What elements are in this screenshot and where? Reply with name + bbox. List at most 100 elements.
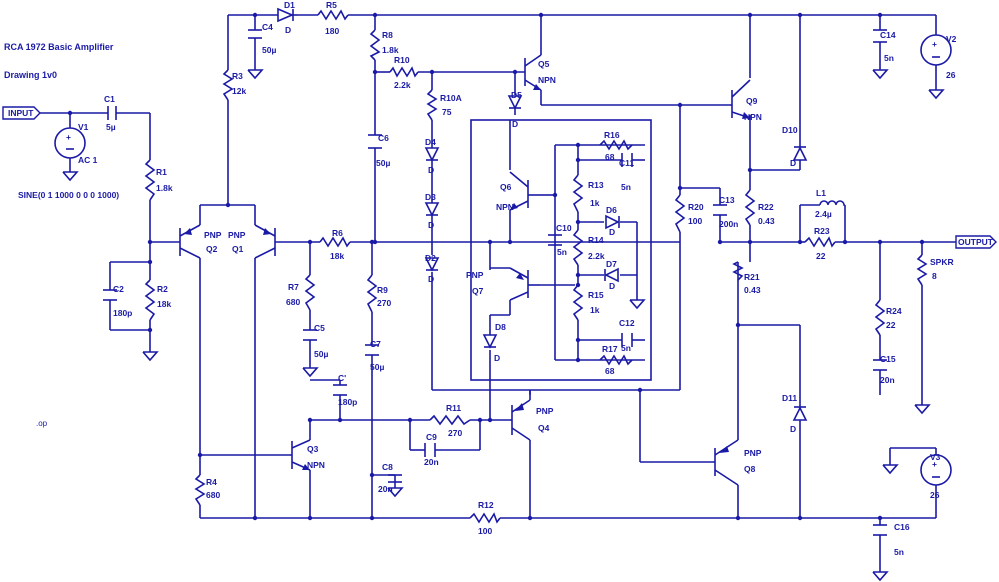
resistor-symbols (144, 9, 928, 524)
ground-icon (629, 299, 646, 310)
label-C9-value: 20n (424, 457, 439, 467)
label-Q9-name: Q9 (746, 96, 758, 106)
label-D5-name: D5 (511, 90, 522, 100)
label-D2-name: D2 (425, 253, 436, 263)
label-L1-name: L1 (816, 188, 826, 198)
voltage-source-V2: + (920, 34, 952, 66)
label-Q5-name: Q5 (538, 59, 550, 69)
port-output-label: OUTPUT (958, 237, 994, 247)
diode-D3 (424, 200, 440, 217)
label-Q8-type: PNP (744, 448, 762, 458)
label-R16-value: 68 (605, 152, 615, 162)
label-R14-name: R14 (588, 235, 604, 245)
label-D4-value: D (428, 165, 434, 175)
label-R1-value: 1.8k (156, 183, 173, 193)
label-D10-value: D (790, 158, 796, 168)
label-SPKR-name: SPKR (930, 257, 954, 267)
resistor-R13 (572, 174, 584, 213)
label-Q1-name: Q1 (232, 244, 244, 254)
diode-D2 (424, 257, 440, 272)
ground-icon (872, 571, 889, 582)
label-R21-name: R21 (744, 272, 760, 282)
transistor-Q2 (179, 224, 201, 259)
label-Q1-type: PNP (228, 230, 246, 240)
label-R9-name: R9 (377, 285, 388, 295)
label-D3-value: D (428, 220, 434, 230)
resistor-R10A (426, 89, 438, 121)
label-R1-name: R1 (156, 167, 167, 177)
label-D7-value: D (609, 281, 615, 291)
label-Q7-name: Q7 (472, 286, 484, 296)
ground-icon (142, 351, 159, 362)
label-V1-name: V1 (78, 122, 89, 132)
diode-D10 (792, 135, 808, 161)
resistor-R7 (304, 274, 316, 311)
capacitor-Cp (333, 384, 347, 396)
resistor-R8 (369, 29, 381, 61)
label-C12-value: 5n (621, 343, 631, 353)
capacitor-C15 (873, 359, 887, 371)
svg-text:+: + (932, 39, 937, 49)
label-R2-value: 18k (157, 299, 171, 309)
label-R6-name: R6 (332, 228, 343, 238)
transistor-Q3 (290, 439, 311, 471)
resistor-R20 (674, 194, 686, 233)
capacitor-C16 (873, 524, 887, 536)
label-C10-value: 5n (557, 247, 567, 257)
ground-icon (872, 69, 889, 80)
label-Q8-name: Q8 (744, 464, 756, 474)
label-R22-value: 0.43 (758, 216, 775, 226)
label-R23-value: 22 (816, 251, 826, 261)
resistor-R2 (144, 279, 156, 321)
label-C5-name: C5 (314, 323, 325, 333)
label-C16-value: 5n (894, 547, 904, 557)
label-R4-value: 680 (206, 490, 220, 500)
resistor-R15 (572, 284, 584, 321)
transistor-Q6 (509, 171, 540, 211)
label-C15-value: 20n (880, 375, 895, 385)
op-directive: .op (36, 419, 48, 428)
label-Q4-type: PNP (536, 406, 554, 416)
label-Q7-type: PNP (466, 270, 484, 280)
transistor-Q8 (714, 439, 739, 486)
label-R8-value: 1.8k (382, 45, 399, 55)
resistor-R21 (732, 261, 744, 281)
transistor-Q9 (730, 79, 751, 119)
voltage-source-V1: + (54, 127, 86, 172)
port-output: OUTPUT (955, 235, 997, 249)
label-D11-name: D11 (782, 393, 797, 403)
label-D1-value: D (285, 25, 291, 35)
capacitor-C13 (713, 204, 727, 216)
label-D2-value: D (428, 274, 434, 284)
label-Q9-type: NPN (744, 112, 762, 122)
transistor-Q5 (524, 54, 542, 91)
port-input: INPUT (2, 106, 41, 120)
label-C2-name: C2 (113, 284, 124, 294)
schematic-title: RCA 1972 Basic Amplifier (4, 42, 114, 52)
diode-D11 (792, 395, 808, 421)
capacitor-C9 (424, 443, 436, 457)
label-R5-value: 180 (325, 26, 339, 36)
label-C1-value: 5µ (106, 122, 116, 132)
resistor-R1 (144, 159, 156, 201)
label-R16-name: R16 (604, 130, 620, 140)
label-C14-name: C14 (880, 30, 896, 40)
transistor-Q7 (489, 267, 540, 330)
label-D6-value: D (609, 227, 615, 237)
resistor-R12 (469, 512, 501, 524)
resistor-R4 (194, 474, 206, 506)
label-D1-name: D1 (284, 0, 295, 10)
label-R7-name: R7 (288, 282, 299, 292)
port-input-label: INPUT (8, 108, 34, 118)
label-R10-name: R10 (394, 55, 410, 65)
label-C7-value: 50µ (370, 362, 384, 372)
label-R20-value: 100 (688, 216, 702, 226)
label-R15-value: 1k (590, 305, 600, 315)
svg-text:+: + (66, 132, 71, 142)
label-D8-name: D8 (495, 322, 506, 332)
diode-D7 (604, 267, 619, 283)
label-R12-name: R12 (478, 500, 494, 510)
label-C4-name: C4 (262, 22, 273, 32)
label-R20-name: R20 (688, 202, 704, 212)
label-L1-value: 2.4µ (815, 209, 832, 219)
